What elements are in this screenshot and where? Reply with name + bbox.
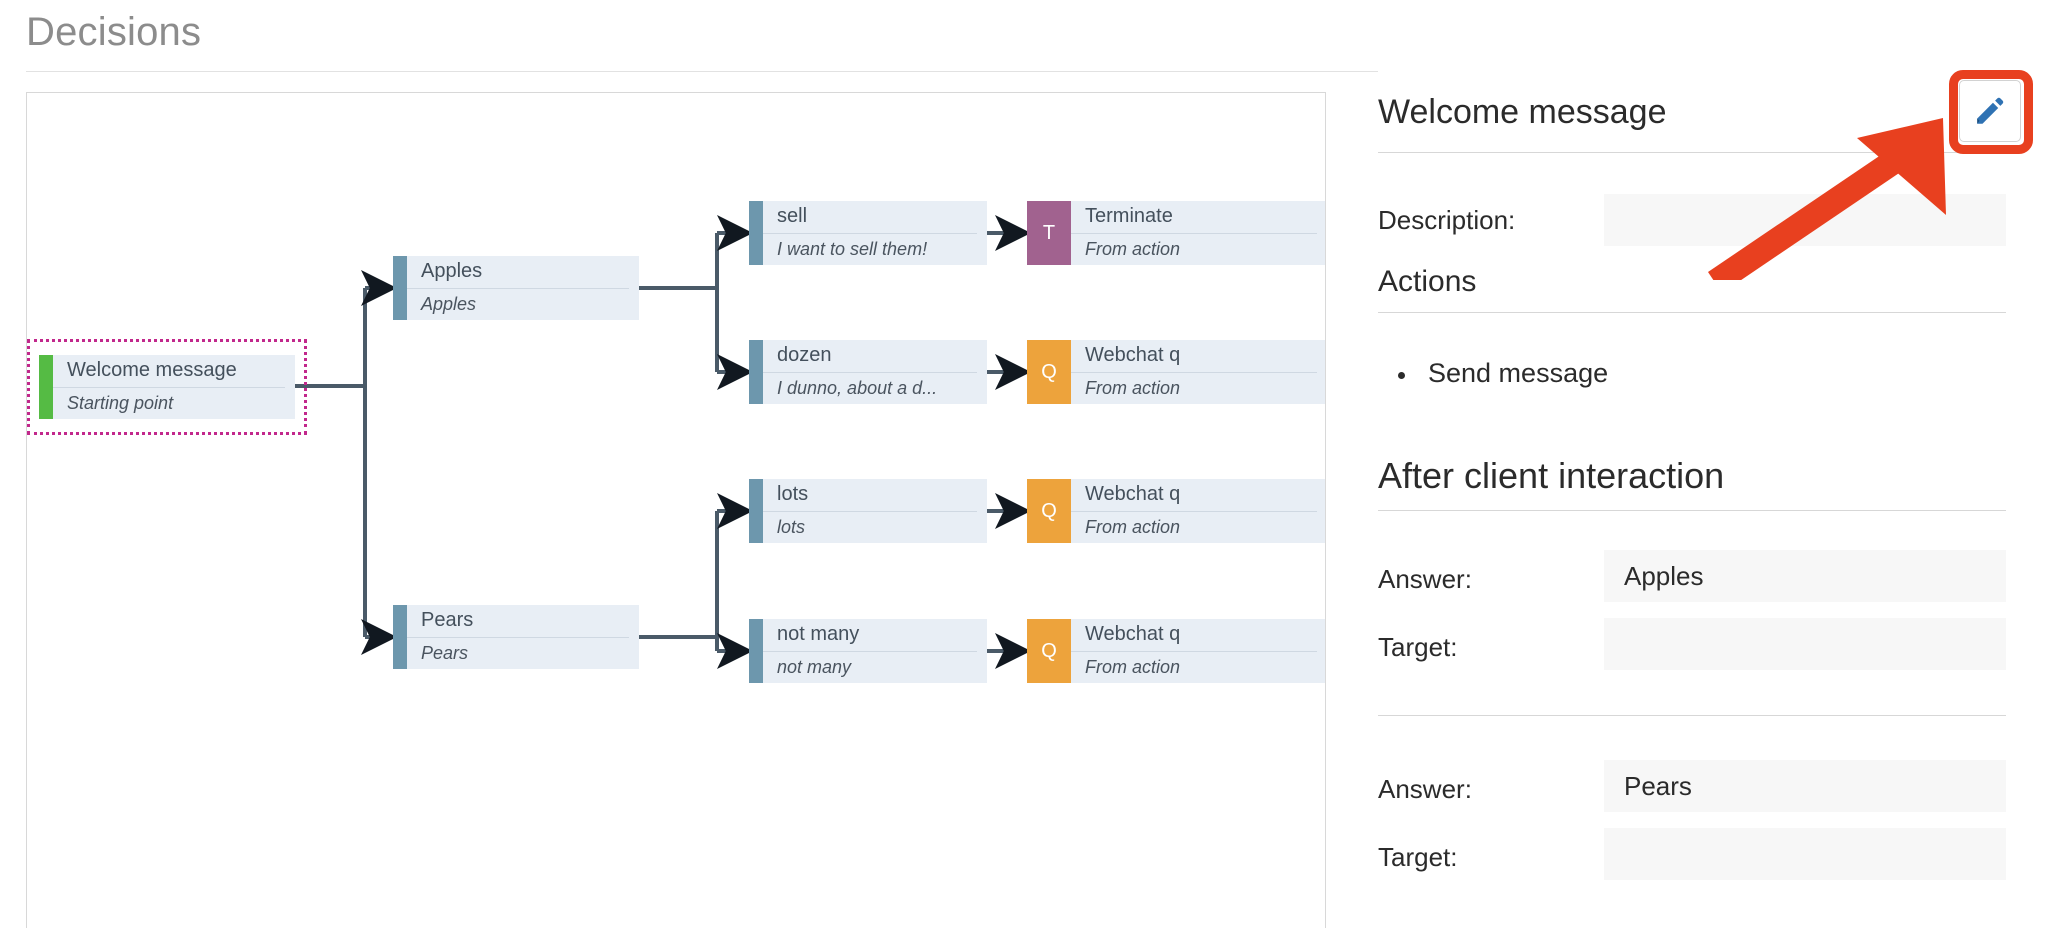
branch-1-target-label: Target: xyxy=(1378,632,1458,662)
title-underline xyxy=(1378,152,2006,153)
node-body: Webchat q From action xyxy=(1071,340,1325,404)
node-title: lots xyxy=(763,479,977,512)
description-label: Description: xyxy=(1378,205,1516,235)
node-subtitle: Pears xyxy=(421,642,469,663)
node-body: lots lots xyxy=(763,479,987,543)
question-badge-icon: Q xyxy=(1027,619,1071,683)
branch-divider xyxy=(1378,715,2006,716)
actions-heading: Actions xyxy=(1378,265,1477,298)
node-subtitle: Starting point xyxy=(67,392,174,413)
branch-2-answer-label: Answer: xyxy=(1378,774,1472,804)
node-body: dozen I dunno, about a d... xyxy=(763,340,987,404)
flow-node-terminate[interactable]: T Terminate From action xyxy=(1027,201,1325,265)
edit-button[interactable] xyxy=(1959,80,2021,142)
node-title: Pears xyxy=(407,605,629,638)
description-value[interactable] xyxy=(1604,194,2006,246)
flow-node-not-many[interactable]: not many not many xyxy=(749,619,987,683)
node-accent-bar xyxy=(393,256,407,320)
after-interaction-divider xyxy=(1378,510,2006,511)
node-subtitle: lots xyxy=(777,516,806,537)
node-body: Webchat q From action xyxy=(1071,479,1325,543)
flow-node-dozen[interactable]: dozen I dunno, about a d... xyxy=(749,340,987,404)
node-body: Apples Apples xyxy=(407,256,639,320)
flow-node-pears[interactable]: Pears Pears xyxy=(393,605,639,669)
question-badge-icon: Q xyxy=(1027,479,1071,543)
node-accent-bar xyxy=(749,340,763,404)
bullet-icon xyxy=(1398,372,1405,379)
action-item-send-message: Send message xyxy=(1428,358,1609,388)
terminate-badge-icon: T xyxy=(1027,201,1071,265)
node-subtitle: From action xyxy=(1085,238,1181,259)
node-body: Welcome message Starting point xyxy=(53,355,295,419)
branch-1-answer-label: Answer: xyxy=(1378,564,1472,594)
flow-node-welcome-message[interactable]: Welcome message Starting point xyxy=(39,355,295,419)
page-title: Decisions xyxy=(26,10,202,54)
node-body: Terminate From action xyxy=(1071,201,1325,265)
node-title: Webchat q xyxy=(1071,340,1317,373)
node-subtitle: From action xyxy=(1085,656,1181,677)
node-accent-bar xyxy=(749,201,763,265)
title-divider xyxy=(26,71,2022,72)
branch-2-target-label: Target: xyxy=(1378,842,1458,872)
node-body: Pears Pears xyxy=(407,605,639,669)
node-title: Webchat q xyxy=(1071,619,1317,652)
actions-divider xyxy=(1378,312,2006,313)
flow-node-apples[interactable]: Apples Apples xyxy=(393,256,639,320)
branch-1-answer-value[interactable]: Apples xyxy=(1604,550,2006,602)
node-body: sell I want to sell them! xyxy=(763,201,987,265)
flow-node-lots[interactable]: lots lots xyxy=(749,479,987,543)
node-body: not many not many xyxy=(763,619,987,683)
flow-node-webchat-q-3[interactable]: Q Webchat q From action xyxy=(1027,619,1325,683)
node-title: Terminate xyxy=(1071,201,1317,234)
node-title: dozen xyxy=(763,340,977,373)
node-subtitle: From action xyxy=(1085,516,1181,537)
node-accent-bar xyxy=(749,619,763,683)
node-subtitle: I want to sell them! xyxy=(777,238,928,259)
flow-node-webchat-q-1[interactable]: Q Webchat q From action xyxy=(1027,340,1325,404)
node-subtitle: From action xyxy=(1085,377,1181,398)
node-title: Welcome message xyxy=(53,355,285,388)
flow-node-sell[interactable]: sell I want to sell them! xyxy=(749,201,987,265)
node-title: Webchat q xyxy=(1071,479,1317,512)
branch-2-target-value[interactable] xyxy=(1604,828,2006,880)
after-client-interaction-heading: After client interaction xyxy=(1378,455,1725,496)
node-subtitle: Apples xyxy=(421,293,477,314)
branch-1-target-value[interactable] xyxy=(1604,618,2006,670)
node-accent-bar xyxy=(749,479,763,543)
pencil-icon xyxy=(1977,97,2004,124)
node-subtitle: not many xyxy=(777,656,852,677)
branch-2-answer-value[interactable]: Pears xyxy=(1604,760,2006,812)
node-title: not many xyxy=(763,619,977,652)
node-body: Webchat q From action xyxy=(1071,619,1325,683)
node-accent-bar xyxy=(393,605,407,669)
question-badge-icon: Q xyxy=(1027,340,1071,404)
flow-node-webchat-q-2[interactable]: Q Webchat q From action xyxy=(1027,479,1325,543)
node-detail-panel: Welcome message Description: Actions Sen… xyxy=(1378,0,2048,928)
node-subtitle: I dunno, about a d... xyxy=(777,377,938,398)
node-accent-bar xyxy=(39,355,53,419)
node-title: sell xyxy=(763,201,977,234)
node-title: Apples xyxy=(407,256,629,289)
detail-panel-title: Welcome message xyxy=(1378,93,1667,131)
selected-node-outline xyxy=(27,339,307,435)
decision-tree-canvas[interactable]: Welcome message Starting point Apples Ap… xyxy=(26,92,1326,928)
